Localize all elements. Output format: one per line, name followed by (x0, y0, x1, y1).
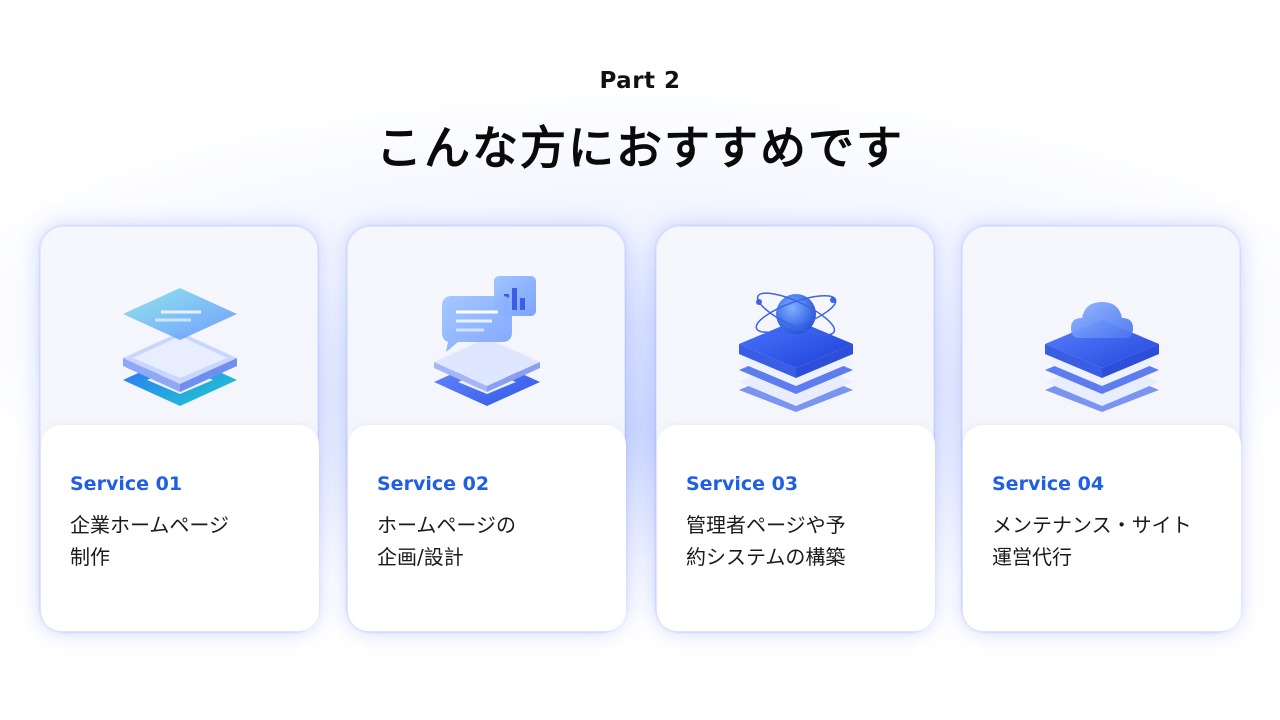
service-description: 管理者ページや予 約システムの構築 (686, 513, 846, 569)
service-card-03[interactable]: Service 03 管理者ページや予 約システムの構築 (656, 226, 935, 632)
service-label: Service 02 (377, 473, 490, 495)
cloud-server-icon (963, 247, 1241, 427)
page-title: こんな方におすすめです (376, 121, 904, 175)
service-card-01[interactable]: Service 01 企業ホームページ 制作 (40, 226, 319, 632)
service-label: Service 04 (992, 473, 1105, 495)
card-body: Service 03 管理者ページや予 約システムの構築 (657, 425, 935, 631)
card-body: Service 01 企業ホームページ 制作 (41, 425, 319, 631)
service-description: メンテナンス・サイト 運営代行 (992, 513, 1192, 569)
globe-server-icon (657, 247, 935, 427)
service-label: Service 01 (70, 473, 183, 495)
card-body: Service 02 ホームページの 企画/設計 (348, 425, 626, 631)
card-body: Service 04 メンテナンス・サイト 運営代行 (963, 425, 1241, 631)
layered-documents-icon (41, 247, 319, 427)
service-label: Service 03 (686, 473, 799, 495)
service-description: 企業ホームページ 制作 (70, 513, 229, 569)
service-card-04[interactable]: Service 04 メンテナンス・サイト 運営代行 (962, 226, 1241, 632)
service-description: ホームページの 企画/設計 (377, 513, 516, 569)
chat-chart-icon (348, 247, 626, 427)
part-label: Part 2 (599, 68, 681, 94)
service-card-02[interactable]: Service 02 ホームページの 企画/設計 (347, 226, 626, 632)
